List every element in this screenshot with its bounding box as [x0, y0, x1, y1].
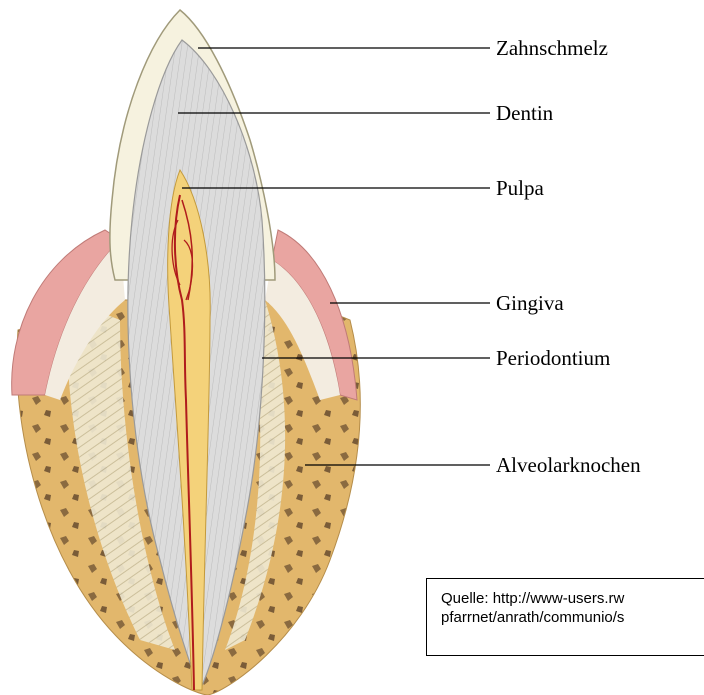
source-line-2: pfarrnet/anrath/communio/s — [441, 608, 704, 627]
label-gingiva: Gingiva — [496, 293, 564, 314]
label-enamel: Zahnschmelz — [496, 38, 608, 59]
source-box: Quelle: http://www-users.rw pfarrnet/anr… — [426, 578, 704, 656]
source-line-1: Quelle: http://www-users.rw — [441, 589, 704, 608]
label-dentin: Dentin — [496, 103, 553, 124]
label-periodontium: Periodontium — [496, 348, 610, 369]
label-pulp: Pulpa — [496, 178, 544, 199]
label-alveolar-bone: Alveolarknochen — [496, 455, 641, 476]
